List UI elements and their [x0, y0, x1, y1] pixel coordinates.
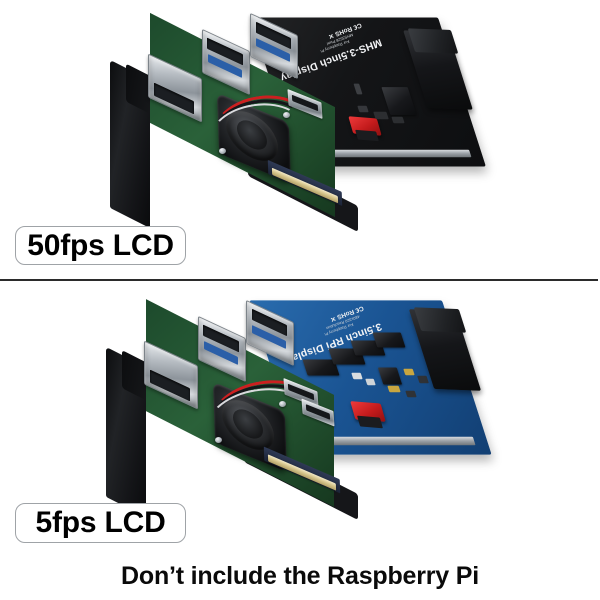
comparison-panel-top: MHS-3.5inch Display For Raspberry Pi MHS…	[0, 0, 600, 279]
board-smd-part-top-3	[391, 116, 405, 124]
callout-badge-top: 50fps LCD	[15, 226, 186, 265]
board-smd-bottom-2	[365, 378, 376, 386]
product-photo-bottom: 3.5inch RPi Display For Raspberry Pi 480…	[0, 281, 600, 552]
panel-divider	[0, 279, 598, 281]
board-smd-bottom-3	[403, 368, 415, 376]
fan-screw-2-bottom	[279, 401, 286, 407]
jst-pin-header-bottom	[357, 415, 383, 429]
jst-pin-header-top	[355, 129, 379, 142]
callout-badge-bottom: 5fps LCD	[15, 503, 186, 543]
comparison-panel-bottom: 3.5inch RPi Display For Raspberry Pi 480…	[0, 281, 600, 552]
board-smd-bottom-4	[417, 375, 429, 384]
callout-label-bottom: 5fps LCD	[35, 506, 166, 539]
board-smd-bottom-5	[387, 385, 401, 393]
board-smd-bottom-6	[405, 390, 417, 398]
board-smd-bottom-1	[351, 372, 363, 380]
fan-screw-2-top	[283, 112, 290, 118]
fan-screw-1-bottom	[215, 437, 222, 443]
fan-screw-1-top	[219, 148, 226, 154]
board-smd-part-top	[357, 105, 369, 113]
callout-label-top: 50fps LCD	[27, 228, 174, 262]
gpio-header-face-bottom	[413, 307, 467, 333]
display-driver-ic-4-bottom	[372, 332, 406, 348]
gpio-header-face-top	[407, 28, 459, 54]
product-photo-top: MHS-3.5inch Display For Raspberry Pi MHS…	[0, 0, 600, 279]
disclaimer-caption: Don’t include the Raspberry Pi	[121, 562, 479, 590]
